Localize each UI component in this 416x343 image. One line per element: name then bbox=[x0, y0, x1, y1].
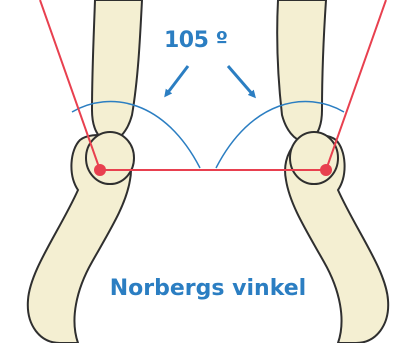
diagram-caption: Norbergs vinkel bbox=[0, 276, 416, 301]
angle-value-label: 105 º bbox=[164, 28, 228, 53]
right-red-angle-line bbox=[326, 0, 386, 170]
left-red-angle-line bbox=[40, 0, 100, 170]
right-hip-center-dot bbox=[320, 164, 332, 176]
left-arrow bbox=[166, 66, 188, 95]
left-femur-shaft bbox=[92, 0, 142, 142]
left-femoral-head bbox=[86, 132, 134, 184]
left-hip-center-dot bbox=[94, 164, 106, 176]
right-arrow bbox=[228, 66, 254, 96]
right-femur-shaft bbox=[277, 0, 326, 142]
